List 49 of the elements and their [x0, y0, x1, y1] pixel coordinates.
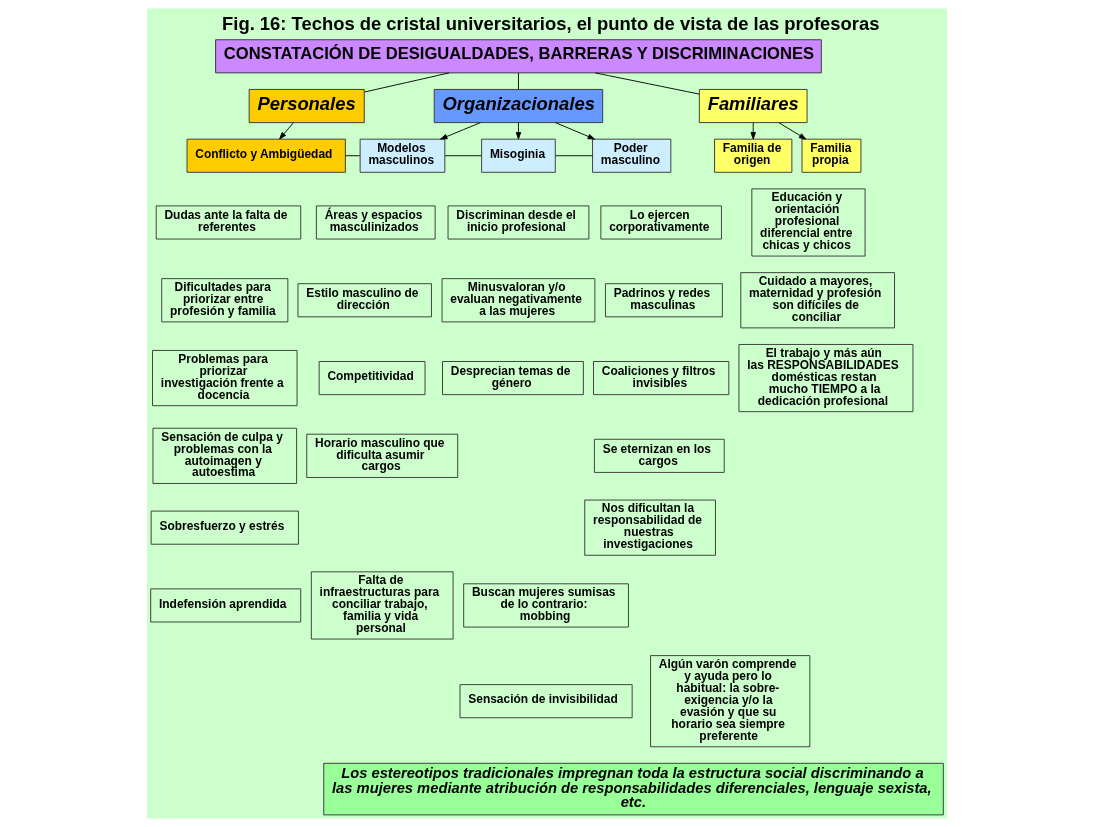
connector — [518, 72, 519, 90]
connector — [555, 155, 593, 157]
arrow — [515, 122, 522, 140]
node-box: El trabajo y más aún las RESPONSABILIDADES domésticas restan mucho TIEMPO a la dedicación profesional — [738, 344, 914, 413]
node-box: Coaliciones y filtros invisibles — [593, 361, 730, 396]
arrow — [440, 122, 481, 140]
node-box: Familia propia — [801, 138, 862, 173]
node-box: Áreas y espacios masculinizados — [315, 205, 436, 240]
node-box: Problemas para priorizar investigación frente a docencia — [152, 350, 298, 407]
node-box: Educación y orientación profesional diferencial entre chicas y chicos — [751, 188, 866, 257]
arrow — [750, 122, 756, 140]
node-box: Modelos masculinos — [359, 138, 446, 173]
connector — [444, 155, 482, 157]
node-box: CONSTATACIÓN DE DESIGUALDADES, BARRERAS Y DISCRIMINACIONES — [215, 39, 822, 74]
arrow — [279, 122, 294, 140]
node-box: Organizacionales — [433, 89, 604, 124]
node-box: Misoginia — [481, 138, 556, 173]
node-box: Cuidado a mayores, maternidad y profesión son difíciles de conciliar — [740, 272, 895, 329]
node-box: Lo ejercen corporativamente — [600, 205, 722, 240]
node-box: Familia de origen — [714, 138, 793, 173]
node-box: Dudas ante la falta de referentes — [155, 205, 302, 240]
node-box: Algún varón comprende y ayuda pero lo habitual: la sobre-exigencia y/o la evasión y que su horario sea siempre preferente — [650, 655, 811, 748]
connector — [594, 72, 700, 95]
node-box: Padrinos y redes masculinas — [605, 283, 723, 318]
arrow — [778, 122, 807, 140]
node-box: Familiares — [698, 89, 808, 124]
connector — [364, 72, 450, 93]
diagram-title: Fig. 16: Techos de cristal universitarios, el punto de vista de las profesoras — [222, 12, 880, 34]
node-box: Estilo masculino de dirección — [297, 283, 432, 318]
node-box: Los estereotipos tradicionales impregnan toda la estructura social discriminando a las mujeres mediante atribución de responsabilidades diferenciales, lenguaje sexista, etc. — [323, 762, 944, 816]
node-box: Conflicto y Ambigüedad — [186, 138, 346, 173]
node-box: Competitividad — [318, 361, 426, 396]
node-box: Falta de infraestructuras para conciliar trabajo, familia y vida personal — [310, 571, 454, 640]
node-box: Discriminan desde el inicio profesional — [447, 205, 590, 240]
node-box: Sobresfuerzo y estrés — [150, 510, 299, 545]
node-box: Horario masculino que dificulta asumir cargos — [306, 433, 459, 478]
node-box: Personales — [248, 89, 365, 124]
connector — [345, 155, 361, 157]
node-box: Sensación de invisibilidad — [459, 684, 633, 719]
node-box: Minusvaloran y/o evaluan negativamente a las mujeres — [441, 278, 596, 323]
node-box: Poder masculino — [592, 138, 672, 173]
node-box: Sensación de culpa y problemas con la autoimagen y autoestima — [152, 427, 298, 484]
node-box: Indefensión aprendida — [150, 588, 302, 623]
node-box: Desprecian temas de género — [442, 361, 584, 396]
node-box: Dificultades para priorizar entre profesión y familia — [161, 278, 289, 323]
node-box: Nos dificultan la responsabilidad de nuestras investigaciones — [584, 499, 716, 556]
node-box: Buscan mujeres sumisas de lo contrario: mobbing — [463, 583, 629, 628]
arrow — [555, 122, 595, 140]
node-box: Se eternizan en los cargos — [593, 438, 725, 473]
